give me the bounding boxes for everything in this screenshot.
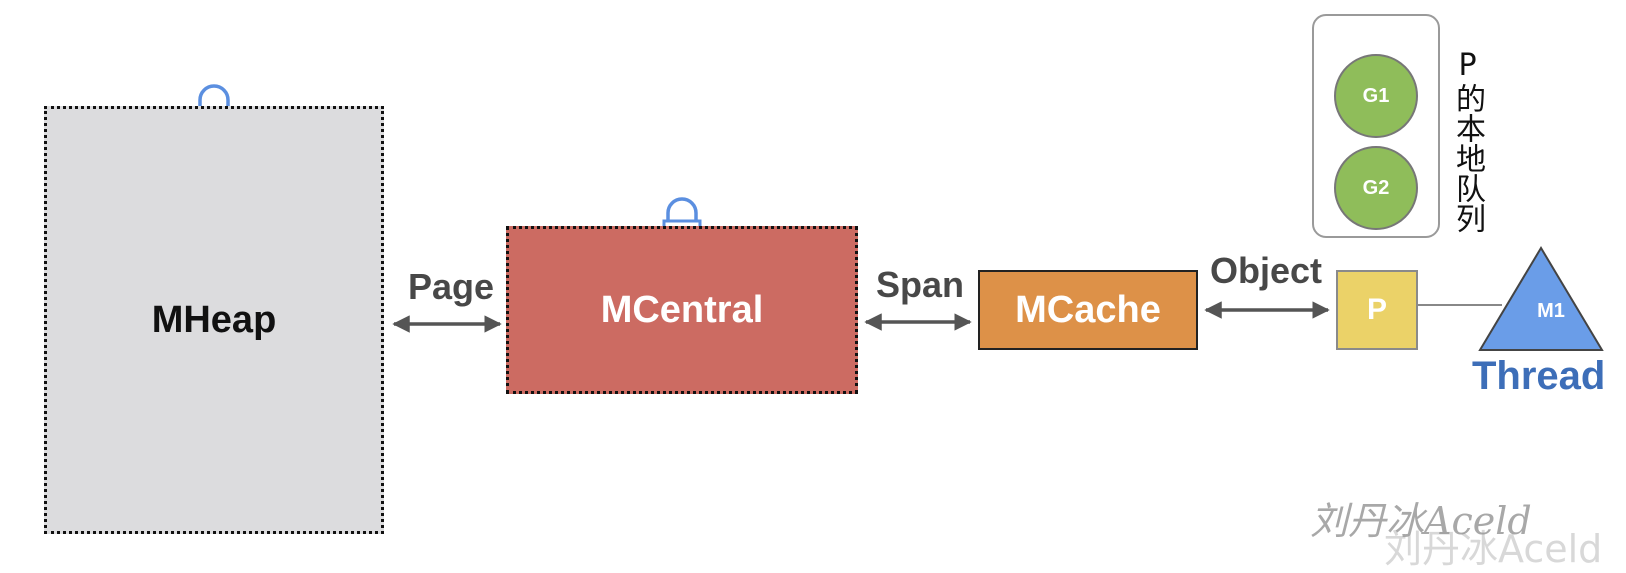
m1-label: M1 bbox=[1537, 300, 1565, 322]
thread-label: Thread bbox=[1472, 354, 1606, 398]
thread-triangle-icon bbox=[1478, 246, 1604, 351]
page-edge-label: Page bbox=[408, 266, 495, 307]
mcentral-label: MCentral bbox=[600, 288, 764, 331]
mcache-node: MCache bbox=[978, 270, 1198, 350]
local-queue-caption: P的本地队列 bbox=[1450, 47, 1485, 233]
goroutine-g2: G2 bbox=[1334, 146, 1418, 230]
goroutine-g1-label: G1 bbox=[1362, 84, 1390, 107]
span-edge-label: Span bbox=[876, 264, 965, 305]
p-local-queue: G1 G2 bbox=[1312, 14, 1440, 238]
mcentral-node: MCentral bbox=[506, 226, 858, 394]
p-label: P bbox=[1366, 293, 1387, 326]
mheap-node: MHeap bbox=[44, 106, 384, 534]
goroutine-g1: G1 bbox=[1334, 54, 1418, 138]
mcache-label: MCache bbox=[1015, 288, 1161, 331]
mheap-label: MHeap bbox=[151, 298, 277, 341]
object-edge-label: Object bbox=[1210, 250, 1323, 291]
p-node: P bbox=[1336, 270, 1418, 350]
watermark: 刘丹冰Aceld bbox=[1310, 499, 1532, 543]
goroutine-g2-label: G2 bbox=[1362, 176, 1390, 199]
watermark-echo: 刘丹冰Aceld bbox=[1384, 527, 1603, 571]
